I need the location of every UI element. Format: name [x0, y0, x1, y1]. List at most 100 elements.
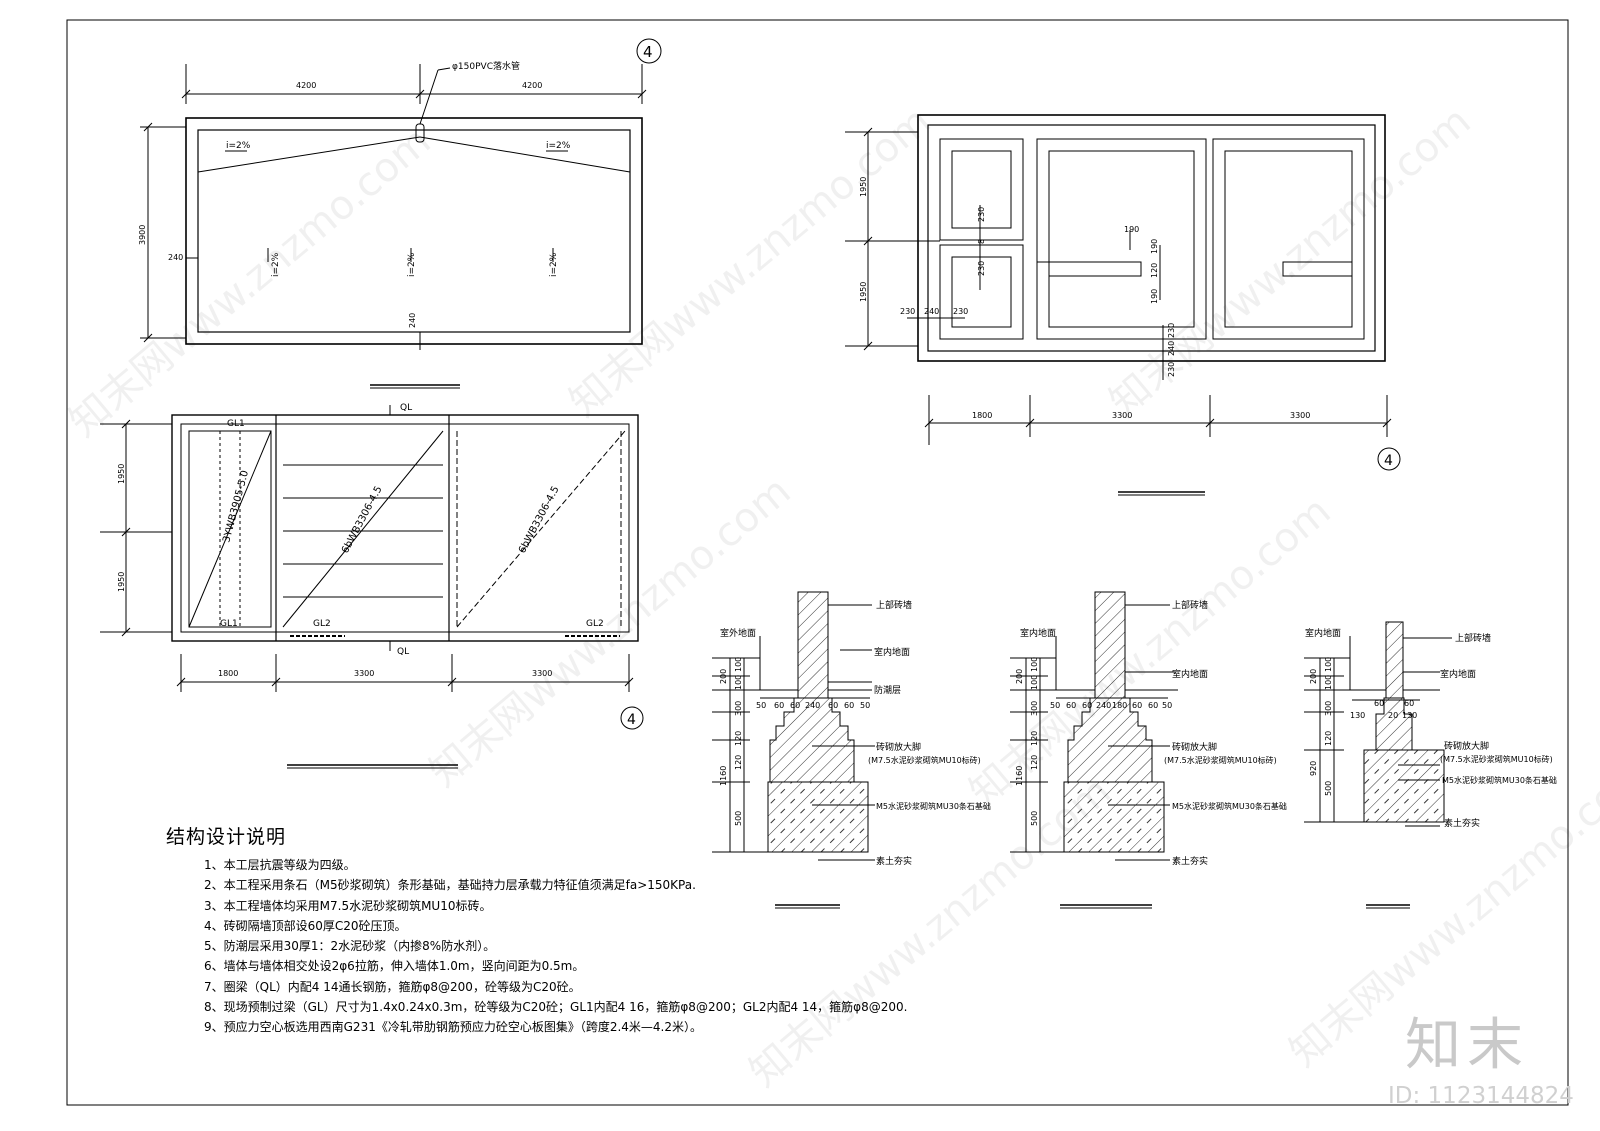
slab-beam-ql-top: QL [400, 403, 412, 413]
s2-dim-t-1: 50 [1050, 701, 1060, 710]
found-small-dim-8: 190 [1150, 239, 1159, 254]
s2-dim-t-2: 60 [1066, 701, 1076, 710]
found-small-dim-4: 230 [900, 307, 915, 316]
slab-panel-2: 6bWB3306-4.5 [340, 485, 385, 556]
s3-label-indoor-right: 室内地面 [1440, 668, 1476, 680]
s3-dim-l-3: 100 [1324, 675, 1333, 690]
roof-slope-2: i=2% [546, 141, 571, 151]
s2-dim-l-7: 1160 [1015, 766, 1024, 786]
slab-gl2-right: GL2 [586, 619, 604, 629]
found-small-dim-9: 120 [1150, 263, 1159, 278]
slab-dim-bottom-2: 3300 [354, 669, 374, 678]
found-small-dim-7: 190 [1124, 225, 1139, 234]
s2-dim-l-5: 120 [1030, 731, 1039, 746]
s1-dim-t-1: 50 [756, 701, 766, 710]
slab-gl1-top: GL1 [227, 419, 245, 429]
s1-dim-l-1: 200 [719, 669, 728, 684]
slab-dim-left-1: 1950 [117, 464, 126, 484]
found-small-dim-11: 230 [1167, 323, 1176, 338]
notes-title: 结构设计说明 [166, 826, 287, 848]
found-small-dim-3: 230 [977, 261, 986, 276]
s2-dim-l-8: 500 [1030, 811, 1039, 826]
roof-dim-left: 3900 [138, 225, 147, 245]
s3-dim-l-5: 120 [1324, 731, 1333, 746]
s1-label-footing-mortar: (M7.5水泥砂浆砌筑MU10标砖) [868, 755, 981, 765]
s2-label-indoor-right: 室内地面 [1172, 668, 1208, 680]
found-small-dim-13: 230 [1167, 362, 1176, 377]
s1-label-outdoor: 室外地面 [720, 627, 756, 639]
brand-logo: 知末 [1405, 1013, 1529, 1078]
note-item: 7、圈梁（QL）内配4 14通长钢筋，箍筋φ8@200，砼等级为C20砼。 [204, 979, 581, 994]
s3-dim-l-4: 300 [1324, 701, 1333, 716]
roof-slope-1: i=2% [226, 141, 251, 151]
design-notes: 结构设计说明 1、本工层抗震等级为四级。 2、本工程采用条石（M5砂浆砌筑）条形… [166, 822, 926, 1038]
found-small-dim-5: 240 [924, 307, 939, 316]
s2-dim-t-4: 240 [1096, 701, 1111, 710]
s1-dim-l-5: 120 [734, 731, 743, 746]
s3-dim-l-1: 200 [1309, 669, 1318, 684]
s2-label-soil: 素土夯实 [1172, 855, 1208, 867]
s1-dim-t-6: 60 [844, 701, 854, 710]
s1-dim-l-7: 1160 [719, 766, 728, 786]
s2-label-footing-mortar: (M7.5水泥砂浆砌筑MU10标砖) [1164, 755, 1277, 765]
s2-label-upper-wall: 上部砖墙 [1172, 599, 1208, 611]
s1-dim-l-6: 120 [734, 755, 743, 770]
slab-gl1-bottom: GL1 [220, 619, 238, 629]
s2-dim-l-4: 300 [1030, 701, 1039, 716]
s1-dim-l-2: 100 [734, 657, 743, 672]
roof-plan [140, 38, 662, 389]
s1-dim-t-4: 240 [805, 701, 820, 710]
roof-axis: 4 [643, 43, 653, 61]
found-small-dim-2: 8 [977, 239, 986, 244]
slab-panel-1: 3YWB3905-5.0 [221, 469, 251, 544]
found-small-dim-10: 190 [1150, 289, 1159, 304]
section-3 [1304, 621, 1452, 909]
found-small-dim-12: 240 [1167, 341, 1176, 356]
s3-label-upper-wall: 上部砖墙 [1455, 632, 1491, 644]
s2-label-footing: 砖砌放大脚 [1172, 741, 1217, 753]
s2-dim-l-3: 100 [1030, 675, 1039, 690]
s1-label-footing: 砖砌放大脚 [876, 741, 921, 753]
s3-dim-t-2: 130 [1350, 711, 1365, 720]
slab-gl2-left: GL2 [313, 619, 331, 629]
s2-dim-t-5: 180 [1112, 701, 1127, 710]
s1-dim-l-8: 500 [734, 811, 743, 826]
image-id: ID: 1123144824 [1388, 1083, 1574, 1109]
s1-label-stone: M5水泥砂浆砌筑MU30条石基础 [876, 801, 991, 811]
s2-dim-l-6: 120 [1030, 755, 1039, 770]
found-dim-left-1: 1950 [859, 177, 868, 197]
note-item: 5、防潮层采用30厚1：2水泥砂浆（内掺8%防水剂）。 [204, 939, 496, 954]
found-small-dim-6: 230 [953, 307, 968, 316]
roof-slope-4: i=2% [407, 252, 417, 277]
slab-dim-bottom-1: 1800 [218, 669, 238, 678]
note-item: 9、预应力空心板选用西南G231《冷轧带肋钢筋预应力砼空心板图集》（跨度2.4米… [204, 1020, 703, 1035]
s1-dim-t-3: 60 [790, 701, 800, 710]
s3-label-footing-mortar: (M7.5水泥砂浆砌筑MU10标砖) [1440, 754, 1553, 764]
s1-label-indoor: 室内地面 [874, 646, 910, 658]
section-1 [712, 591, 875, 909]
s2-dim-t-7: 60 [1148, 701, 1158, 710]
s3-dim-t-5: 60 [1404, 699, 1414, 708]
sheet-frame [66, 19, 1569, 1106]
s1-dim-t-2: 60 [774, 701, 784, 710]
s1-dim-t-7: 50 [860, 701, 870, 710]
roof-dim-top-2: 4200 [522, 81, 542, 90]
s2-dim-t-3: 60 [1082, 701, 1092, 710]
found-axis: 4 [1384, 453, 1393, 469]
s2-dim-l-2: 100 [1030, 657, 1039, 672]
section-2 [1010, 591, 1178, 909]
note-item: 1、本工层抗震等级为四级。 [204, 858, 356, 872]
found-dim-bottom-1: 1800 [972, 411, 992, 420]
note-item: 2、本工程采用条石（M5砂浆砌筑）条形基础，基础持力层承载力特征值须满足fa>1… [204, 878, 696, 893]
s3-label-indoor-left: 室内地面 [1305, 627, 1341, 639]
s2-dim-t-8: 50 [1162, 701, 1172, 710]
roof-pipe-label: φ150PVC落水管 [452, 60, 520, 72]
roof-slope-3: i=2% [271, 252, 281, 277]
s3-dim-l-2: 100 [1324, 657, 1333, 672]
slab-plan [100, 405, 644, 769]
roof-slope-5: i=2% [549, 252, 559, 277]
roof-wall-bottom: 240 [408, 313, 417, 328]
s3-label-soil: 素土夯实 [1444, 817, 1480, 829]
s3-dim-t-1: 60 [1374, 699, 1384, 708]
